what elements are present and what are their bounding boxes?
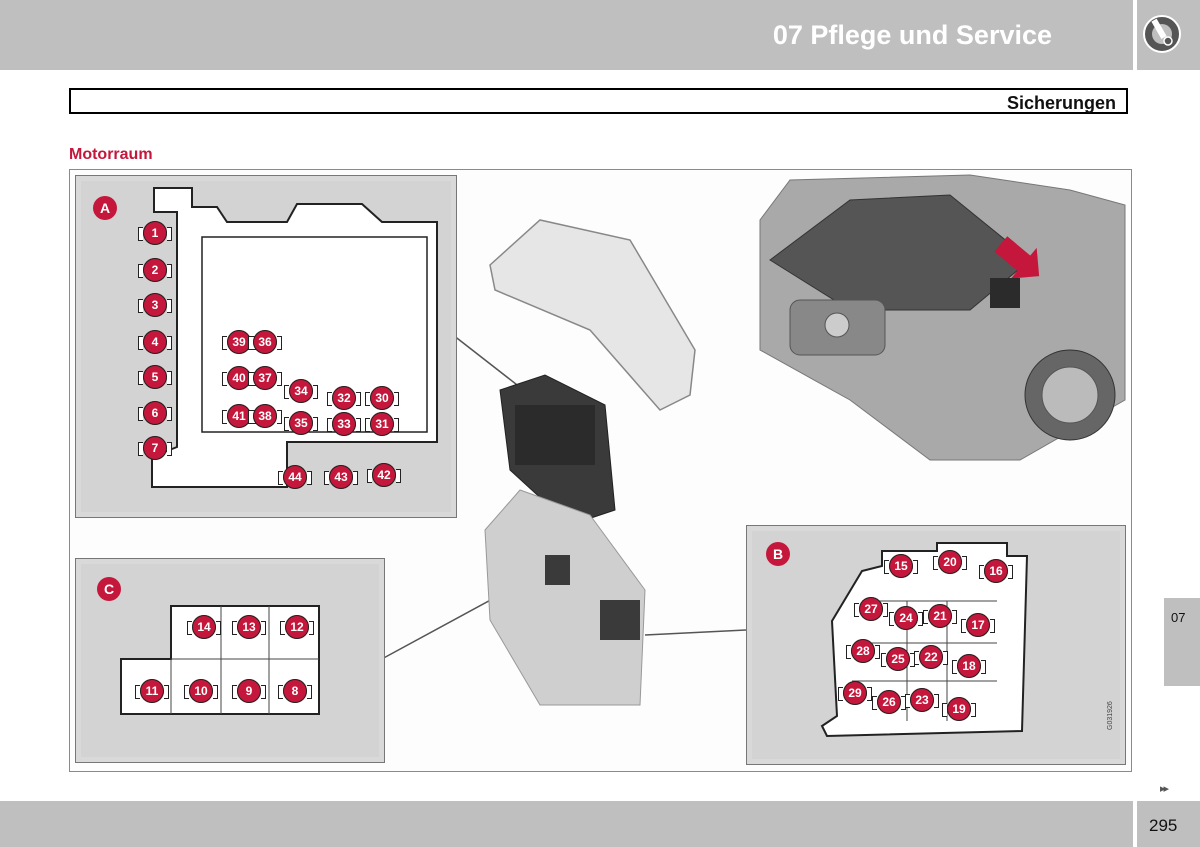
fuse-32: 32 [327,386,361,410]
fuse-33: 33 [327,412,361,436]
fuse-41: 41 [222,404,256,428]
fuse-13: 13 [232,615,266,639]
fuse-25: 25 [881,647,915,671]
fuse-21: 21 [923,604,957,628]
fuse-34: 34 [284,379,318,403]
fuse-panel-a: A 1 2 3 4 5 6 7 39 36 40 37 41 38 34 35 … [75,175,457,518]
chapter-icon-box [1137,0,1200,70]
fuse-27: 27 [854,597,888,621]
section-header: Sicherungen [69,88,1128,114]
page-number: 295 [1149,816,1178,835]
fuse-panel-b: B 15 20 16 27 24 21 17 28 25 22 18 29 26… [746,525,1126,765]
fuse-16: 16 [979,559,1013,583]
fuse-6: 6 [138,401,172,425]
fuse-7: 7 [138,436,172,460]
fuse-42: 42 [367,463,401,487]
next-page-marker: ▸▸ [1160,783,1169,795]
fuse-14: 14 [187,615,221,639]
fuse-8: 8 [278,679,312,703]
section-title: Sicherungen [1006,93,1116,113]
fuse-35: 35 [284,411,318,435]
fuse-37: 37 [248,366,282,390]
fuse-22: 22 [914,645,948,669]
fuse-39: 39 [222,330,256,354]
fuse-5: 5 [138,365,172,389]
header-bar: 07 Pflege und Service [0,0,1133,70]
panel-label-c: C [97,577,121,601]
page-number-box: 295 [1137,801,1200,847]
fuse-17: 17 [961,613,995,637]
fuse-20: 20 [933,550,967,574]
fuse-28: 28 [846,639,880,663]
fusebox-illustration [379,174,1126,706]
fuse-2: 2 [138,258,172,282]
chapter-title: 07 Pflege und Service [772,20,1052,50]
fuse-12: 12 [280,615,314,639]
panel-label-b: B [766,542,790,566]
wrench-gear-icon [1143,15,1181,53]
fuse-44: 44 [278,465,312,489]
fuse-1: 1 [138,221,172,245]
fuse-19: 19 [942,697,976,721]
chapter-tab: 07 [1164,598,1200,686]
fuse-panel-c: C 14 13 12 11 10 9 8 [75,558,385,763]
fuse-29: 29 [838,681,872,705]
fuse-38: 38 [248,404,282,428]
fuse-10: 10 [184,679,218,703]
chapter-tab-label: 07 [1171,610,1186,625]
fuse-9: 9 [232,679,266,703]
fuse-figure: A 1 2 3 4 5 6 7 39 36 40 37 41 38 34 35 … [69,169,1132,772]
panel-label-a: A [93,196,117,220]
fuse-23: 23 [905,688,939,712]
fuse-36: 36 [248,330,282,354]
fuse-24: 24 [889,606,923,630]
footer-bar [0,801,1133,847]
subsection-title: Motorraum [69,146,153,163]
panel-c-outline [120,605,320,715]
fuse-31: 31 [365,412,399,436]
fuse-43: 43 [324,465,358,489]
fuse-3: 3 [138,293,172,317]
fuse-11: 11 [135,679,169,703]
fuse-30: 30 [365,386,399,410]
fuse-15: 15 [884,554,918,578]
fuse-4: 4 [138,330,172,354]
fuse-26: 26 [872,690,906,714]
figure-code: G031926 [1107,701,1114,730]
fuse-18: 18 [952,654,986,678]
